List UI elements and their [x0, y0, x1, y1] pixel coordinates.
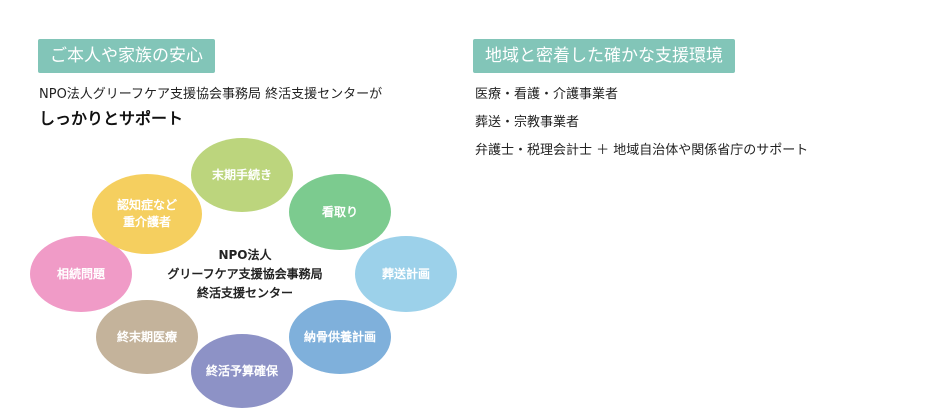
- support-list-item: 葬送・宗教事業者: [475, 115, 580, 130]
- support-list-item: 医療・看護・介護事業者: [475, 87, 619, 102]
- section-badge-family-peace: ご本人や家族の安心: [38, 39, 215, 73]
- support-list: 医療・看護・介護事業者 葬送・宗教事業者 弁護士・税理会計士 ＋ 地域自治体や関…: [475, 86, 808, 170]
- diagram-center-label: NPO法人 グリーフケア支援協会事務局 終活支援センター: [140, 246, 350, 303]
- circle-funeral-planning: 葬送計画: [355, 236, 457, 312]
- circle-terminal-medical-care: 終末期医療: [96, 300, 198, 374]
- support-list-item: 弁護士・税理会計士 ＋ 地域自治体や関係省庁のサポート: [475, 143, 809, 158]
- circle-end-procedures: 末期手続き: [191, 138, 293, 212]
- circle-interment-planning: 納骨供養計画: [289, 300, 391, 374]
- circle-dementia-care: 認知症など 重介護者: [92, 174, 202, 254]
- center-line: 終活支援センター: [196, 286, 293, 300]
- circle-inheritance-issues: 相続問題: [30, 236, 132, 312]
- intro-strong-line: しっかりとサポート: [39, 109, 184, 128]
- intro-line: NPO法人グリーフケア支援協会事務局 終活支援センターが: [39, 87, 383, 102]
- circle-budget-planning: 終活予算確保: [191, 334, 293, 408]
- section-badge-community-support: 地域と密着した確かな支援環境: [473, 39, 735, 73]
- intro-text-block: NPO法人グリーフケア支援協会事務局 終活支援センターが しっかりとサポート: [39, 86, 382, 128]
- circle-end-of-life-care: 看取り: [289, 174, 391, 250]
- center-line: NPO法人: [218, 248, 272, 262]
- center-line: グリーフケア支援協会事務局: [167, 267, 323, 281]
